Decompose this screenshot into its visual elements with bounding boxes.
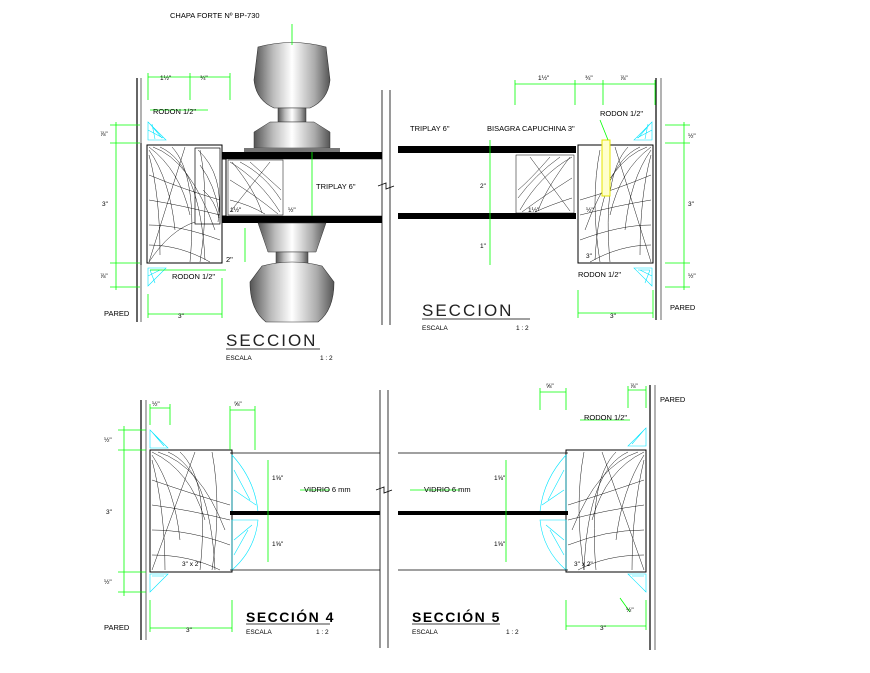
- svg-text:¾": ¾": [200, 75, 208, 82]
- label-pared-bottom-right: PARED: [660, 395, 686, 404]
- section-top-right: 1½" ¾" ⅞" ½" 3" ½" 3" 2" 1" 1½" ½" 3" TR…: [398, 74, 696, 332]
- svg-text:3": 3": [186, 627, 193, 634]
- title-seccion-4: SECCIÓN 4 ESCALA 1 : 2: [246, 608, 335, 636]
- dimensions-s5: [410, 386, 647, 630]
- label-triplay-left: TRIPLAY 6": [316, 182, 356, 191]
- label-vidrio-left: VIDRIO 6 mm: [304, 485, 351, 494]
- svg-text:1 : 2: 1 : 2: [320, 355, 333, 362]
- label-rodon-top-left: RODON 1/2": [153, 107, 196, 116]
- svg-text:⅝": ⅝": [234, 401, 242, 408]
- svg-text:1 : 2: 1 : 2: [316, 629, 329, 636]
- wood-grain-left: [148, 146, 221, 263]
- label-rodon-bottom-left: RODON 1/2": [172, 272, 215, 281]
- svg-text:1½": 1½": [160, 74, 172, 82]
- label-chapa: CHAPA FORTE Nº BP-730: [170, 11, 260, 20]
- svg-text:1": 1": [480, 243, 487, 250]
- svg-text:3": 3": [600, 625, 607, 632]
- svg-text:3": 3": [102, 201, 109, 208]
- svg-text:⅞": ⅞": [100, 131, 108, 138]
- dimensions-top-left: [110, 24, 313, 318]
- label-rodon-s5: RODON 1/2": [584, 413, 627, 422]
- label-triplay-right: TRIPLAY 6": [410, 124, 450, 133]
- svg-text:1 : 2: 1 : 2: [516, 325, 529, 332]
- svg-text:2": 2": [480, 183, 487, 190]
- svg-text:ESCALA: ESCALA: [422, 325, 448, 332]
- svg-text:1⅝": 1⅝": [494, 475, 506, 482]
- svg-text:⅞": ⅞": [630, 383, 638, 390]
- svg-text:3" x 2": 3" x 2": [182, 561, 201, 568]
- title-seccion-left: SECCION ESCALA 1 : 2: [226, 331, 333, 362]
- svg-text:ESCALA: ESCALA: [412, 629, 438, 636]
- label-bisagra: BISAGRA CAPUCHINA 3": [487, 124, 575, 133]
- svg-text:1⅝": 1⅝": [272, 541, 284, 548]
- svg-text:1⅝": 1⅝": [272, 475, 284, 482]
- svg-text:3" x 2": 3" x 2": [574, 561, 593, 568]
- svg-text:⅞": ⅞": [620, 75, 628, 82]
- svg-text:SECCION: SECCION: [422, 301, 513, 320]
- svg-text:⅝": ⅝": [546, 383, 554, 390]
- frame-jamb-right: [577, 144, 654, 264]
- svg-text:ESCALA: ESCALA: [246, 629, 272, 636]
- svg-text:⅞": ⅞": [100, 273, 108, 280]
- svg-text:3": 3": [688, 201, 695, 208]
- svg-text:3": 3": [178, 313, 185, 320]
- title-seccion-5: SECCIÓN 5 ESCALA 1 : 2: [412, 608, 519, 636]
- label-pared-top-left: PARED: [104, 309, 130, 318]
- svg-text:½": ½": [104, 578, 112, 586]
- svg-text:1 : 2: 1 : 2: [506, 629, 519, 636]
- dimensions-s4: [118, 404, 330, 632]
- frame-jamb-s5: [565, 449, 647, 573]
- svg-text:1½": 1½": [230, 206, 242, 214]
- label-vidrio-right: VIDRIO 6 mm: [424, 485, 471, 494]
- label-pared-bottom-left: PARED: [104, 623, 130, 632]
- svg-text:SECCIÓN 4: SECCIÓN 4: [246, 608, 335, 625]
- label-dim-2: 2": [226, 255, 233, 264]
- lockset: [244, 42, 340, 323]
- section-5: ⅝" ⅞" 1⅝" 1⅝" 3" 3" x 2" ½" VIDRIO 6 mm …: [398, 383, 686, 650]
- svg-text:3": 3": [586, 253, 593, 260]
- svg-text:SECCION: SECCION: [226, 331, 317, 350]
- svg-text:½": ½": [688, 132, 696, 140]
- section-4: ½" ⅝" ½" 3" ½" 3" 1⅝" 1⅝" 3" x 2" VIDRIO…: [104, 390, 393, 648]
- svg-text:3": 3": [106, 509, 113, 516]
- svg-text:3": 3": [610, 313, 617, 320]
- dimensions-top-right: [489, 80, 690, 318]
- svg-text:ESCALA: ESCALA: [226, 355, 252, 362]
- title-seccion-right: SECCION ESCALA 1 : 2: [422, 301, 530, 332]
- section-top-left: 1½" ¾" ⅞" 3" ⅞" 3" 1½" ½" CHAPA FORTE Nº…: [100, 11, 395, 362]
- label-rodon-top-right: RODON 1/2": [600, 109, 643, 118]
- label-rodon-bottom-right: RODON 1/2": [578, 270, 621, 279]
- svg-text:1½": 1½": [528, 206, 540, 214]
- svg-text:½": ½": [688, 272, 696, 280]
- svg-text:½": ½": [152, 400, 160, 408]
- svg-text:½": ½": [626, 606, 634, 614]
- svg-text:1⅝": 1⅝": [494, 541, 506, 548]
- label-pared-top-right: PARED: [670, 303, 696, 312]
- svg-text:¾": ¾": [585, 75, 593, 82]
- svg-text:1½": 1½": [538, 74, 550, 82]
- svg-text:½": ½": [104, 436, 112, 444]
- svg-text:½": ½": [586, 206, 594, 214]
- frame-jamb-s4: [149, 449, 233, 573]
- svg-text:½": ½": [288, 206, 296, 214]
- hinge-shape: [601, 139, 611, 197]
- svg-text:SECCIÓN 5: SECCIÓN 5: [412, 608, 501, 625]
